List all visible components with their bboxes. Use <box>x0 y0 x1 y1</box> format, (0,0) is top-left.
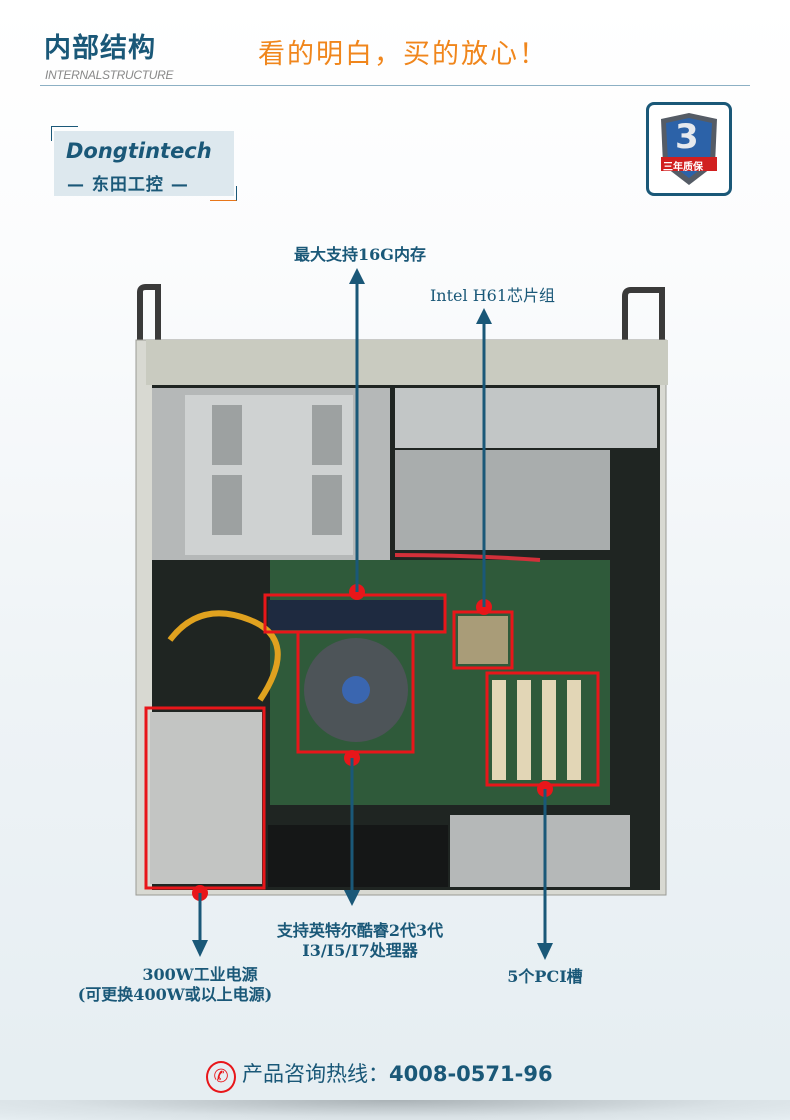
pci-callout: 5个PCI槽 <box>507 967 583 986</box>
shield-icon <box>661 113 717 185</box>
warranty-badge: 3 三年质保 <box>646 102 732 196</box>
warranty-number: 3 <box>675 117 699 157</box>
psu-callout-line1: 300W工业电源 <box>142 965 258 984</box>
hotline: 产品咨询热线：4008-0571-96 <box>242 1058 553 1088</box>
logo-text: Dongtintech <box>66 139 212 163</box>
hotline-label: 产品咨询热线： <box>242 1062 389 1086</box>
warranty-text: 三年质保 <box>663 162 703 173</box>
slogan: 看的明白，买的放心！ <box>258 39 548 70</box>
logo-chinese: — 东田工控 — <box>67 175 189 195</box>
page-subtitle: INTERNALSTRUCTURE <box>45 68 174 82</box>
memory-callout: 最大支持16G内存 <box>294 245 426 264</box>
chipset-callout: Intel H61芯片组 <box>429 286 556 305</box>
hotline-number: 4008-0571-96 <box>389 1062 553 1086</box>
cpu-callout-line1: 支持英特尔酷睿2代3代 <box>276 921 444 940</box>
cpu-callout-line2: I3/I5/I7处理器 <box>302 941 418 960</box>
brand-logo <box>51 126 237 201</box>
phone-icon: ✆ <box>206 1061 236 1093</box>
divider <box>40 85 750 86</box>
bottom-shadow <box>0 1100 790 1120</box>
page-title: 内部结构 <box>44 33 156 64</box>
psu-callout-line2: (可更换400W或以上电源) <box>77 985 273 1004</box>
